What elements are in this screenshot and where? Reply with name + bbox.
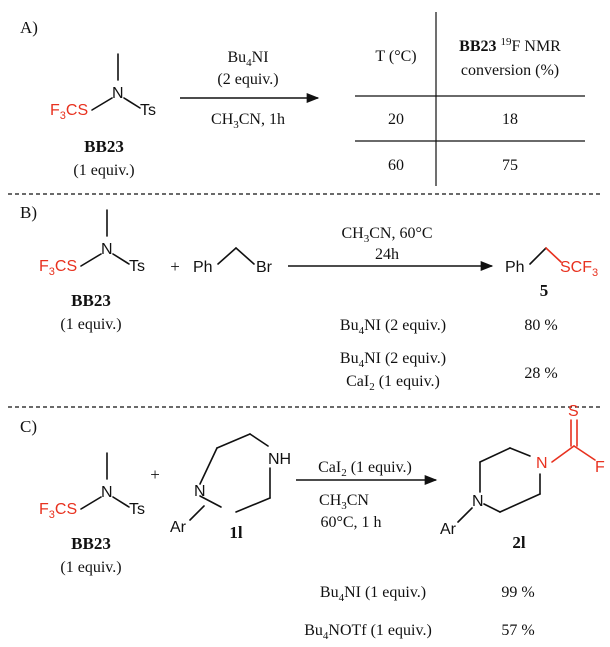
table-cell-temp: 20 <box>388 111 404 128</box>
condition-line: Bu4NI (1 equiv.) <box>320 584 426 604</box>
conversion-table: T (°C) BB23 19F NMR conversion (%) 20 18… <box>355 12 585 186</box>
product-number-2l: 2l <box>512 533 526 552</box>
cf3s-label: F3CS <box>50 102 88 122</box>
yield-value: 28 % <box>524 365 557 382</box>
yield-value: 57 % <box>501 622 534 639</box>
reagent-equiv-a: (1 equiv.) <box>73 162 134 179</box>
ts-label: Ts <box>129 258 145 275</box>
panel-c-label: C) <box>20 417 37 436</box>
product-2l-structure: S F N N Ar <box>440 403 605 538</box>
panel-b: B) F3CS N Ts BB23 (1 equiv.) + Ph Br CH3… <box>20 203 598 393</box>
nitrogen-label: N <box>101 241 113 258</box>
cf3s-label: F3CS <box>39 258 77 278</box>
condition-line: Bu4NI (2 equiv.) <box>340 350 446 370</box>
phenyl-label: Ph <box>193 259 213 276</box>
panel-a-label: A) <box>20 18 38 37</box>
arrow-a-top-line2: (2 equiv.) <box>217 71 278 88</box>
piperazine-1l-structure: NH N Ar <box>170 433 291 536</box>
aryl-label: Ar <box>440 521 457 538</box>
nitrogen-label: N <box>536 455 548 472</box>
bromine-label: Br <box>256 259 273 276</box>
product-5-structure: Ph SCF3 <box>505 247 598 279</box>
panel-c: C) F3CS N Ts BB23 (1 equiv.) + NH N Ar 1… <box>20 403 605 642</box>
plus-sign: + <box>170 257 180 276</box>
arrow-a-bottom: CH3CN, 1h <box>211 111 285 131</box>
product-number-5: 5 <box>540 281 549 300</box>
nitrogen-label: N <box>472 493 484 510</box>
table-header-conv-line1: BB23 19F NMR <box>459 36 561 55</box>
nitrogen-label: N <box>194 483 206 500</box>
yield-value: 80 % <box>524 317 557 334</box>
reagent-equiv-b: (1 equiv.) <box>60 316 121 333</box>
panel-a: A) F3CS N Ts BB23 (1 equiv.) Bu4NI (2 eq… <box>20 12 585 186</box>
aryl-label: Ar <box>170 519 187 536</box>
panel-b-label: B) <box>20 203 37 222</box>
yield-value: 99 % <box>501 584 534 601</box>
arrow-a-top-line1: Bu4NI <box>227 49 268 69</box>
bb23-structure-a: F3CS N Ts <box>50 53 156 122</box>
reagent-name-a: BB23 <box>84 137 124 156</box>
ts-label: Ts <box>140 102 156 119</box>
table-cell-conv: 18 <box>502 111 518 128</box>
ts-label: Ts <box>129 501 145 518</box>
condition-line: Bu4NI (2 equiv.) <box>340 317 446 337</box>
arrow-c-bottom-line2: 60°C, 1 h <box>320 514 381 531</box>
benzyl-bromide-structure: Ph Br <box>193 247 273 276</box>
nh-label: NH <box>268 451 291 468</box>
reagent-name-c: BB23 <box>71 534 111 553</box>
arrow-c-bottom-line1: CH3CN <box>319 492 369 512</box>
condition-line: Bu4NOTf (1 equiv.) <box>304 622 432 642</box>
arrow-b-top-line2: 24h <box>375 246 399 263</box>
phenyl-label: Ph <box>505 259 525 276</box>
fluorine-label: F <box>595 459 605 476</box>
arrow-c-top: CaI2 (1 equiv.) <box>318 459 412 479</box>
condition-line: CaI2 (1 equiv.) <box>346 373 440 393</box>
reagent-name-b: BB23 <box>71 291 111 310</box>
cf3s-label: F3CS <box>39 501 77 521</box>
table-cell-temp: 60 <box>388 157 404 174</box>
compound-number-1l: 1l <box>229 523 243 542</box>
table-header-temp: T (°C) <box>375 48 416 65</box>
table-header-conv-line2: conversion (%) <box>461 62 559 79</box>
bb23-structure-c: F3CS N Ts <box>39 452 145 521</box>
sulfur-label: S <box>568 403 579 420</box>
scf3-label: SCF3 <box>560 259 598 279</box>
nitrogen-label: N <box>101 484 113 501</box>
nitrogen-label: N <box>112 85 124 102</box>
table-cell-conv: 75 <box>502 157 518 174</box>
reagent-equiv-c: (1 equiv.) <box>60 559 121 576</box>
bb23-structure-b: F3CS N Ts <box>39 209 145 278</box>
arrow-b-top-line1: CH3CN, 60°C <box>341 225 432 245</box>
plus-sign: + <box>150 465 160 484</box>
